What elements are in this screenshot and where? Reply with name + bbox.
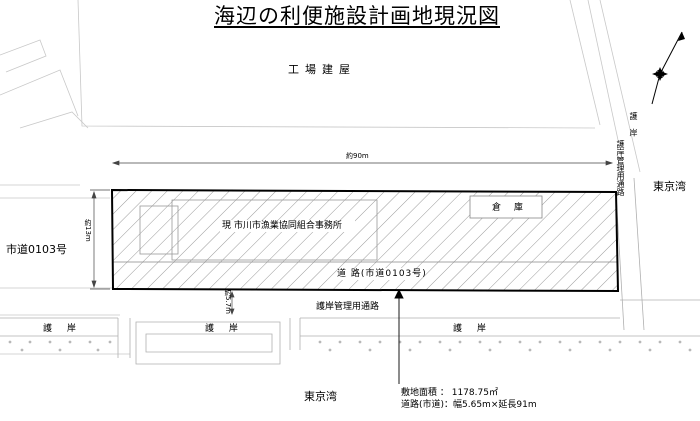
- map-title: 海辺の利便施設計画地現況図: [214, 4, 500, 28]
- tokyo-bay-bottom-label: 東京湾: [304, 390, 337, 403]
- revetment-label: 護 岸: [43, 324, 82, 334]
- site-parcel: [110, 188, 620, 293]
- right-road-lines: [615, 177, 645, 331]
- leader-line: [394, 288, 404, 384]
- revetment-vertical-label: 護 岸: [629, 112, 638, 140]
- factory-building-label: 工場建屋: [288, 63, 356, 76]
- revetment-label: 護 岸: [205, 324, 244, 334]
- dimension-lines: [90, 160, 614, 315]
- tokyo-bay-right-label: 東京湾: [653, 180, 686, 193]
- road-spec-text: 道路(市道)：幅5.65m×延長91m: [401, 400, 537, 410]
- site-info: 敷地面積 ： 1178.75㎡ 道路(市道)：幅5.65m×延長91m: [401, 387, 537, 411]
- revetment-mgmt-road-vertical-label: 護岸管理用通路: [616, 140, 625, 196]
- revetment-label: 護 岸: [453, 324, 492, 334]
- warehouse-label: 倉 庫: [492, 203, 528, 213]
- city-road-label: 市道0103号: [6, 243, 67, 256]
- background-parcels: [0, 0, 641, 355]
- revetment-dots: [8, 340, 692, 352]
- site-area-text: 敷地面積 ： 1178.75㎡: [401, 388, 498, 398]
- length-dimension-label: 約90m: [346, 152, 369, 160]
- north-arrow-icon: [651, 31, 685, 105]
- revetment-mgmt-road-label: 護岸管理用通路: [316, 302, 380, 312]
- current-office-label: 現 市川市漁業協同組合事務所: [222, 221, 342, 231]
- inner-road-label: 道 路(市道0103号): [337, 269, 427, 279]
- setback-dimension-label: 約5.7m: [224, 289, 232, 314]
- width-dimension-label: 約13m: [84, 219, 92, 242]
- revetment-band: [0, 299, 700, 365]
